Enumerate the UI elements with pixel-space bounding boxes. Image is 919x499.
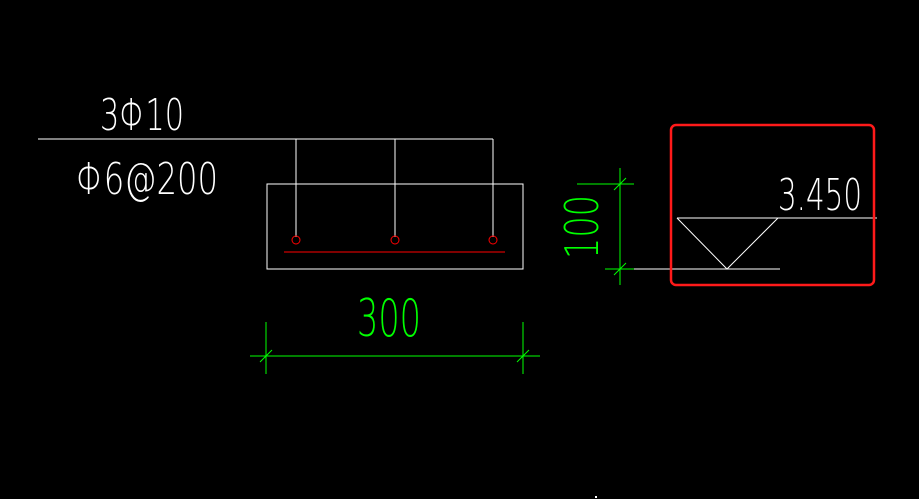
rebar-dot — [390, 235, 400, 245]
elevation-triangle-icon — [676, 217, 779, 270]
stirrups-label: Φ6@200 — [76, 154, 218, 205]
tick-top — [613, 177, 627, 191]
top-bars-label: 3Φ10 — [100, 90, 184, 141]
highlight-box — [669, 123, 876, 287]
tick-bottom — [613, 262, 627, 276]
stray-pixel — [595, 496, 597, 498]
rebar-dots — [291, 235, 498, 245]
elevation-value: 3.450 — [778, 170, 862, 221]
width-dimension-label: 300 — [357, 289, 421, 349]
height-dimension-label: 100 — [555, 195, 609, 259]
rebar-dot — [291, 235, 301, 245]
tick-right — [516, 349, 530, 363]
slab-section-outline — [266, 183, 524, 270]
elevation-marker — [634, 217, 877, 270]
rebar-dot — [488, 235, 498, 245]
width-dimension — [250, 322, 540, 374]
tick-left — [259, 349, 273, 363]
rebar-leader — [38, 138, 494, 237]
height-dimension — [577, 168, 634, 285]
